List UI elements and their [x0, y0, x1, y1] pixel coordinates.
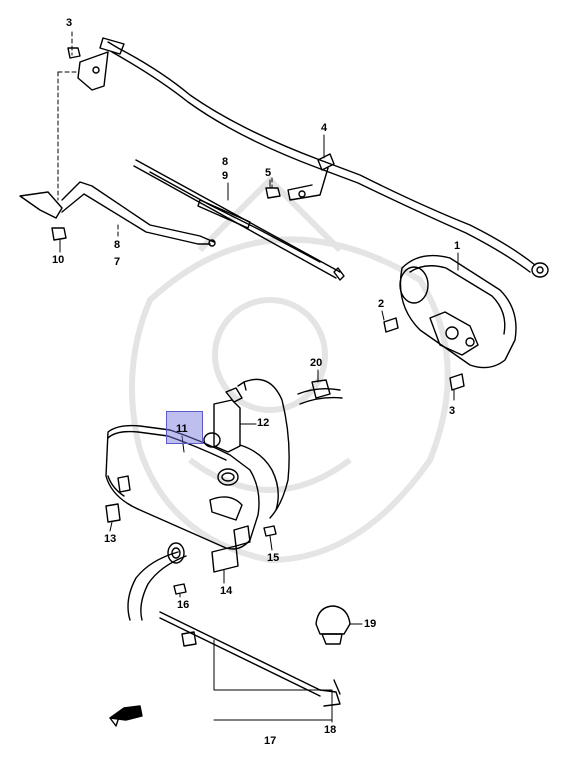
callout-11[interactable]: 11	[176, 423, 188, 435]
watermark-emblem	[129, 175, 451, 564]
callout-9: 9	[222, 170, 229, 182]
clip-13	[105, 503, 121, 523]
callout-8-arm: 8	[114, 239, 121, 251]
callout-18: 18	[324, 724, 337, 736]
callout-15: 15	[267, 552, 280, 564]
fasteners	[51, 47, 281, 241]
bolt-16	[173, 583, 187, 595]
clip-20	[297, 379, 343, 405]
callout-17: 17	[264, 735, 277, 747]
callout-12: 12	[257, 417, 270, 429]
washer-nozzle	[315, 605, 351, 645]
wiper-linkage	[77, 37, 549, 278]
callout-5: 5	[265, 167, 272, 179]
callout-3-top: 3	[66, 17, 73, 29]
highlight-marker	[166, 411, 203, 444]
callout-leaders	[59, 134, 459, 723]
wiper-blade	[133, 159, 345, 281]
left-wiper-arm	[19, 181, 216, 247]
callout-3-motor: 3	[449, 405, 456, 417]
bracket-14	[211, 525, 277, 573]
callout-13: 13	[104, 533, 117, 545]
callout-1: 1	[454, 240, 461, 252]
callout-19: 19	[364, 618, 377, 630]
callout-7: 7	[114, 256, 121, 268]
washer-tank	[105, 424, 260, 550]
callout-10: 10	[52, 254, 65, 266]
callout-14: 14	[220, 585, 233, 597]
front-arrow-icon	[109, 705, 143, 727]
wiper-motor	[383, 254, 517, 391]
callout-4: 4	[321, 122, 328, 134]
callout-16: 16	[177, 599, 190, 611]
grommet	[167, 542, 185, 564]
callout-20: 20	[310, 357, 323, 369]
callout-8-blade: 8	[222, 156, 229, 168]
callout-2: 2	[378, 298, 385, 310]
washer-pump	[203, 381, 247, 453]
leader-lines	[57, 31, 273, 237]
